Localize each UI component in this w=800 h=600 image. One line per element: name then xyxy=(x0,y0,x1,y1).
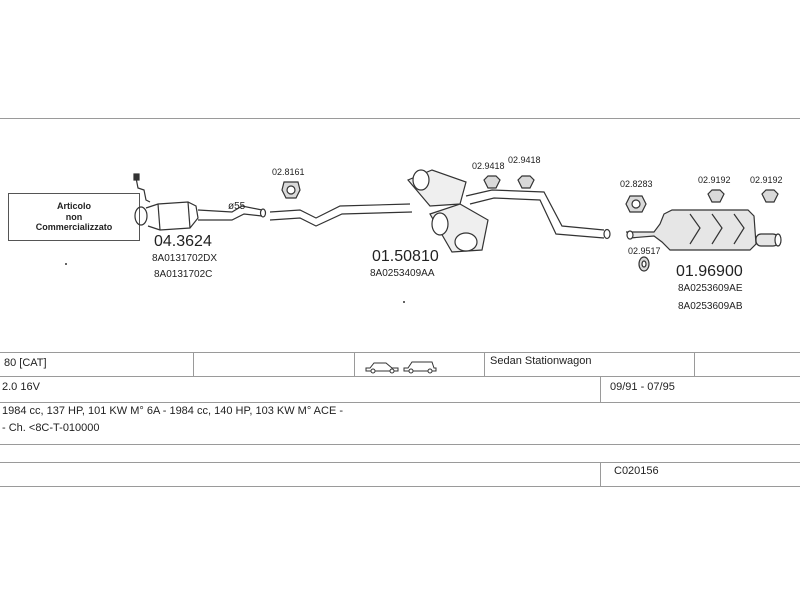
catalyst-icon xyxy=(134,201,267,231)
table-line xyxy=(0,486,800,487)
hanger-a-icon xyxy=(483,175,501,189)
notice-line-3: Commercializzato xyxy=(35,222,113,233)
catalyst-oem-2: 8A0131702C xyxy=(154,269,213,280)
mid-pipe-icon xyxy=(269,203,413,227)
catalyst-code: 04.3624 xyxy=(154,233,212,250)
body-types-cell: Sedan Stationwagon xyxy=(490,355,592,367)
table-divider xyxy=(694,352,695,376)
hanger-d-code: 02.9192 xyxy=(750,175,783,185)
catalog-code-cell: C020156 xyxy=(614,465,659,477)
exhaust-system-diagram xyxy=(65,169,782,303)
rear-muffler-oem-2: 8A0253609AB xyxy=(678,301,743,312)
lambda-sensor-icon xyxy=(133,173,151,203)
table-divider xyxy=(193,352,194,376)
notice-line-2: non xyxy=(65,211,83,222)
rear-pipe-icon xyxy=(465,189,611,240)
table-line xyxy=(0,402,800,403)
dot-mark xyxy=(403,301,405,303)
table-divider xyxy=(484,352,485,376)
table-line xyxy=(0,462,800,463)
hanger-b-code: 02.9418 xyxy=(508,155,541,165)
table-divider xyxy=(354,352,355,376)
table-line xyxy=(0,376,800,377)
center-muffler-oem: 8A0253409AA xyxy=(370,268,435,279)
table-divider xyxy=(600,376,601,402)
rear-muffler-code: 01.96900 xyxy=(676,263,743,280)
chassis-cell: - Ch. <8C-T-010000 xyxy=(2,422,100,434)
table-line xyxy=(0,444,800,445)
model-cell: 80 [CAT] xyxy=(4,357,47,369)
stationwagon-icon xyxy=(403,361,437,374)
notice-line-1: Articolo xyxy=(56,201,91,212)
sedan-icon xyxy=(365,362,399,374)
rear-gasket-icon xyxy=(625,195,647,213)
catalyst-oem-1: 8A0131702DX xyxy=(152,253,218,264)
top-border-line xyxy=(0,118,800,119)
car-body-icons xyxy=(365,361,437,374)
years-cell: 09/91 - 07/95 xyxy=(610,381,675,393)
rear-muffler-oem-1: 8A0253609AE xyxy=(678,283,743,294)
front-gasket-icon xyxy=(281,181,301,199)
hanger-a-code: 02.9418 xyxy=(472,161,505,171)
catalyst-diameter: ø55 xyxy=(228,201,246,212)
hanger-d-icon xyxy=(761,189,779,203)
table-divider xyxy=(600,462,601,486)
center-muffler-code: 01.50810 xyxy=(372,248,439,265)
rear-muffler-icon xyxy=(626,209,782,251)
dot-mark xyxy=(65,263,67,265)
front-gasket-code: 02.8161 xyxy=(272,167,305,177)
rear-clamp-icon xyxy=(638,256,650,272)
table-line xyxy=(0,352,800,353)
center-muffler-icon xyxy=(407,169,489,253)
specs-cell: 1984 cc, 137 HP, 101 KW M° 6A - 1984 cc,… xyxy=(2,405,344,417)
rear-clamp-code: 02.9517 xyxy=(628,246,661,256)
hanger-b-icon xyxy=(517,175,535,189)
hanger-c-icon xyxy=(707,189,725,203)
engine-cell: 2.0 16V xyxy=(2,381,40,393)
hanger-c-code: 02.9192 xyxy=(698,175,731,185)
rear-gasket-code: 02.8283 xyxy=(620,179,653,189)
not-commercialized-notice: Articolo non Commercializzato xyxy=(8,193,140,241)
